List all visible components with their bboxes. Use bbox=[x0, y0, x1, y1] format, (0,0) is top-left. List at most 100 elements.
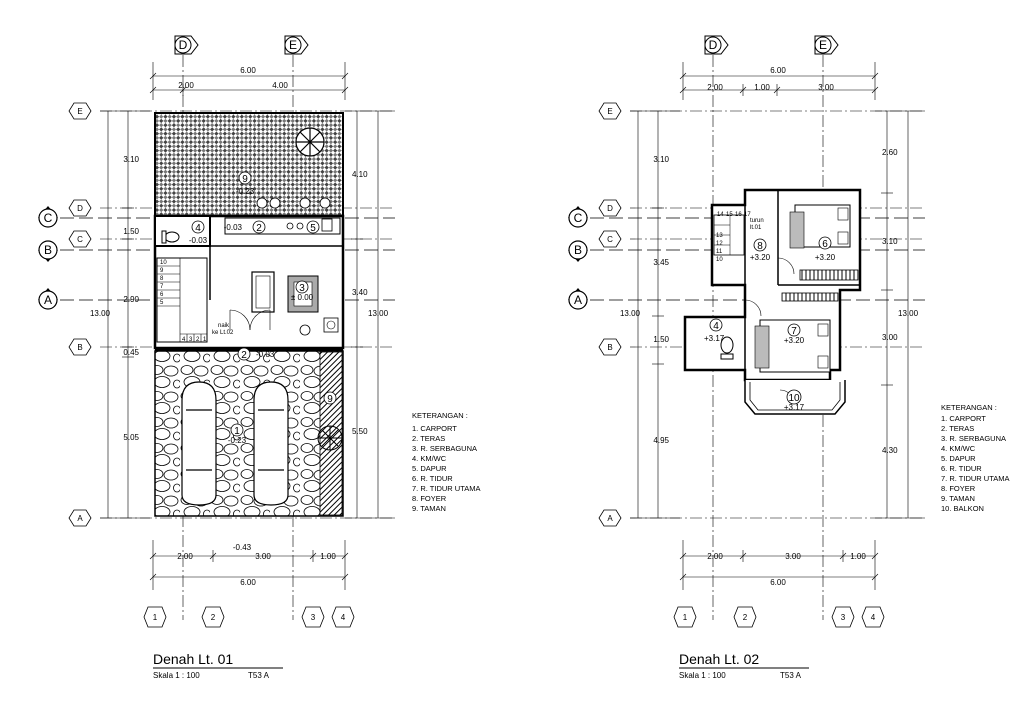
top-dimensions: 6.00 2.00 4.00 bbox=[149, 62, 349, 100]
room-label: 1 -0.23 bbox=[228, 423, 247, 445]
left-dimensions: 13.00 3.10 1.50 2.90 0.45 5.05 bbox=[90, 110, 150, 519]
svg-text:13: 13 bbox=[716, 233, 723, 239]
building-lt01 bbox=[153, 112, 345, 517]
svg-text:3: 3 bbox=[189, 337, 193, 343]
svg-text:-0.23: -0.23 bbox=[228, 436, 247, 445]
grid-bubble-left: B bbox=[598, 338, 622, 356]
svg-text:11: 11 bbox=[716, 249, 723, 255]
right-overall-dim: 13.00 bbox=[368, 309, 389, 318]
legend-item: 3. R. SERBAGUNA bbox=[941, 434, 1006, 443]
section-lines bbox=[590, 217, 925, 301]
svg-text:6: 6 bbox=[822, 239, 828, 250]
svg-text:D: D bbox=[179, 38, 188, 52]
right-segment-dim: 2.60 bbox=[882, 148, 898, 157]
svg-text:D: D bbox=[607, 204, 613, 213]
legend-item: 2. TERAS bbox=[941, 424, 974, 433]
plan-title: Denah Lt. 02 bbox=[679, 651, 759, 667]
left-segment-dim: 3.45 bbox=[653, 258, 669, 267]
svg-text:7: 7 bbox=[791, 326, 797, 337]
sink-icon bbox=[321, 218, 333, 232]
stair-note: turun bbox=[750, 218, 764, 224]
svg-text:D: D bbox=[709, 38, 718, 52]
svg-text:C: C bbox=[77, 235, 83, 244]
bottom-segment-dim: 3.00 bbox=[785, 552, 801, 561]
plan-title: Denah Lt. 01 bbox=[153, 651, 233, 667]
grid-bubble-left: B bbox=[68, 338, 92, 356]
top-segment-dim: 4.00 bbox=[272, 81, 288, 90]
svg-text:3: 3 bbox=[311, 613, 316, 622]
svg-text:7: 7 bbox=[160, 284, 164, 290]
svg-text:17: 17 bbox=[744, 212, 751, 218]
legend-item: 7. R. TIDUR UTAMA bbox=[412, 484, 480, 493]
svg-text:-0.03: -0.03 bbox=[224, 223, 243, 232]
left-dimensions: 13.00 3.10 3.45 1.50 4.95 bbox=[620, 110, 680, 519]
grid-bubble-left: E bbox=[68, 102, 92, 120]
wardrobe-icon bbox=[799, 269, 859, 281]
grid-bubble-top: E bbox=[814, 35, 839, 55]
section-marker: C bbox=[568, 206, 588, 228]
legend-item: 6. R. TIDUR bbox=[412, 474, 453, 483]
grid-bubble-left: C bbox=[598, 230, 622, 248]
svg-text:A: A bbox=[607, 514, 613, 523]
legend-item: 5. DAPUR bbox=[941, 454, 976, 463]
left-segment-dim: 2.90 bbox=[123, 295, 139, 304]
grid-bubble-left: C bbox=[68, 230, 92, 248]
svg-text:B: B bbox=[574, 243, 582, 257]
legend-item: 9. TAMAN bbox=[941, 494, 975, 503]
legend-item: 8. FOYER bbox=[941, 484, 976, 493]
sofa-icon bbox=[251, 271, 275, 313]
svg-text:-0.23: -0.23 bbox=[236, 187, 255, 196]
tree-icon bbox=[295, 127, 325, 157]
grid-bubble-bottom: 1 bbox=[143, 606, 167, 628]
svg-text:4: 4 bbox=[871, 613, 876, 622]
bottom-segment-dim: 1.00 bbox=[320, 552, 336, 561]
car-icon bbox=[181, 381, 217, 506]
room-label: 4 -0.03 bbox=[189, 220, 208, 245]
grid-bubble-left: A bbox=[68, 509, 92, 527]
room-label: 5 bbox=[306, 220, 320, 234]
legend-item: 6. R. TIDUR bbox=[941, 464, 982, 473]
svg-text:3: 3 bbox=[841, 613, 846, 622]
svg-text:A: A bbox=[77, 514, 83, 523]
svg-text:15: 15 bbox=[726, 212, 733, 218]
room-label: 9 bbox=[323, 391, 337, 405]
svg-text:6: 6 bbox=[160, 292, 164, 298]
shrub-icon bbox=[256, 197, 331, 209]
legend-item: 7. R. TIDUR UTAMA bbox=[941, 474, 1009, 483]
svg-text:2: 2 bbox=[256, 223, 262, 234]
tree-icon bbox=[317, 425, 343, 451]
svg-text:4: 4 bbox=[713, 321, 719, 332]
stove-icon bbox=[286, 222, 304, 230]
legend-item: 10. BALKON bbox=[941, 504, 984, 513]
section-marker: B bbox=[38, 240, 58, 262]
plan-code: T53 A bbox=[248, 671, 270, 680]
svg-text:B: B bbox=[44, 243, 52, 257]
svg-text:A: A bbox=[44, 293, 52, 307]
svg-text:8: 8 bbox=[757, 241, 763, 252]
legend-item: 2. TERAS bbox=[412, 434, 445, 443]
bottom-dimensions: 2.00 3.00 1.00 6.00 bbox=[679, 540, 879, 590]
grid-bubble-bottom: 1 bbox=[673, 606, 697, 628]
bottom-segment-dim: 2.00 bbox=[707, 552, 723, 561]
section-marker: C bbox=[38, 206, 58, 228]
svg-text:D: D bbox=[77, 204, 83, 213]
room-label: 8 +3.20 bbox=[750, 238, 771, 262]
top-segment-dim: 2.00 bbox=[707, 83, 723, 92]
bottom-segment-dim: 1.00 bbox=[850, 552, 866, 561]
grid-bubble-top: D bbox=[174, 35, 199, 55]
left-segment-dim: 0.45 bbox=[123, 348, 139, 357]
room-label: 3 ± 0.00 bbox=[291, 280, 314, 302]
legend: KETERANGAN : 1. CARPORT 2. TERAS 3. R. S… bbox=[941, 403, 1009, 513]
door-swing bbox=[229, 309, 271, 331]
svg-text:10: 10 bbox=[788, 393, 800, 404]
svg-text:5: 5 bbox=[160, 300, 164, 306]
grid-bubble-bottom: 2 bbox=[733, 606, 757, 628]
stair-note: naik bbox=[218, 323, 230, 329]
svg-text:8: 8 bbox=[160, 276, 164, 282]
legend-item: 1. CARPORT bbox=[412, 424, 457, 433]
svg-text:C: C bbox=[607, 235, 613, 244]
top-total-dim: 6.00 bbox=[240, 66, 256, 75]
legend-item: 5. DAPUR bbox=[412, 464, 447, 473]
plan-scale: Skala 1 : 100 bbox=[679, 671, 726, 680]
